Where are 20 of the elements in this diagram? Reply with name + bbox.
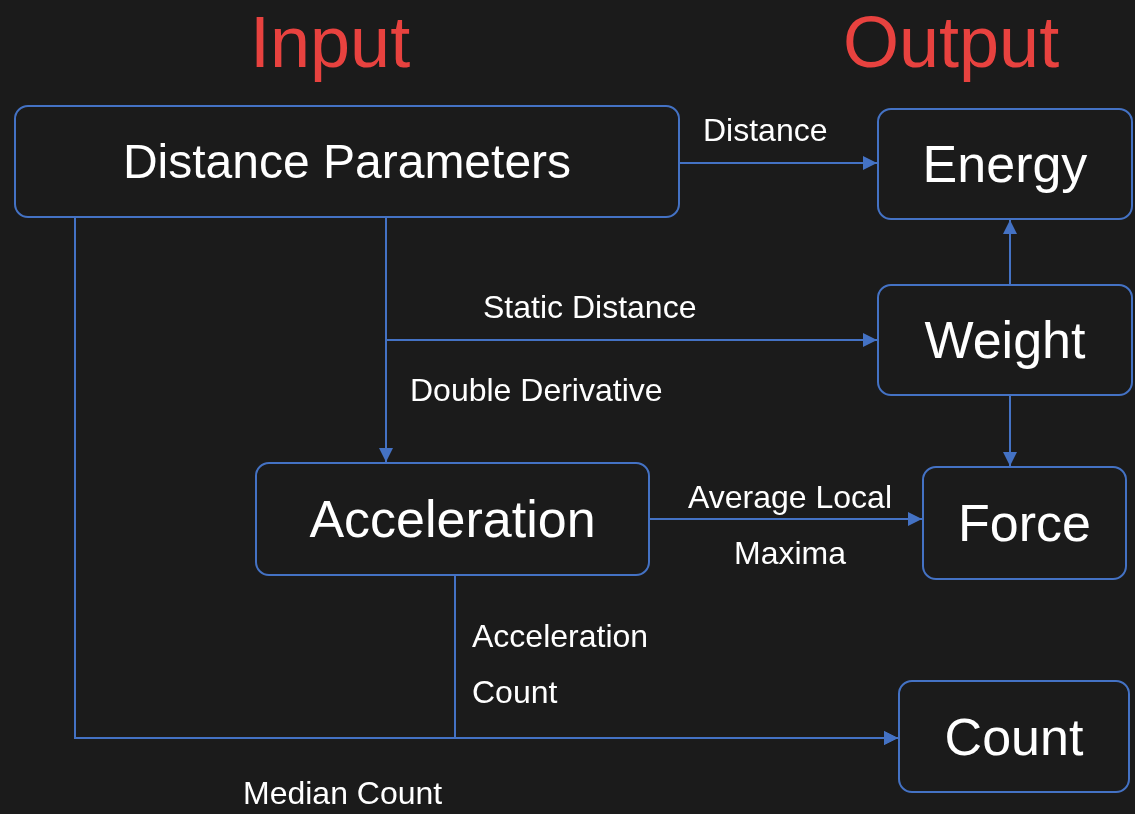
arrow xyxy=(379,217,393,463)
arrow xyxy=(1003,395,1017,467)
arrow xyxy=(679,156,878,170)
arrow xyxy=(1003,219,1017,285)
arrow xyxy=(649,512,923,526)
edge-label: Average Local Maxima xyxy=(687,478,893,573)
edge-label: Static Distance xyxy=(483,288,697,327)
process-box: Energy xyxy=(877,108,1133,220)
heading: Input xyxy=(250,2,411,82)
process-box: Force xyxy=(922,466,1127,580)
heading: Output xyxy=(843,2,1060,82)
process-box: Acceleration xyxy=(255,462,650,576)
edge-label: Acceleration Count xyxy=(472,617,650,712)
process-box: Count xyxy=(898,680,1130,793)
arrow xyxy=(74,217,899,745)
edge-label: Double Derivative xyxy=(410,371,663,410)
edge-label: Median Count xyxy=(243,774,443,813)
process-box: Weight xyxy=(877,284,1133,396)
process-box: Distance Parameters xyxy=(14,105,680,218)
edge-label: Distance xyxy=(703,111,828,150)
